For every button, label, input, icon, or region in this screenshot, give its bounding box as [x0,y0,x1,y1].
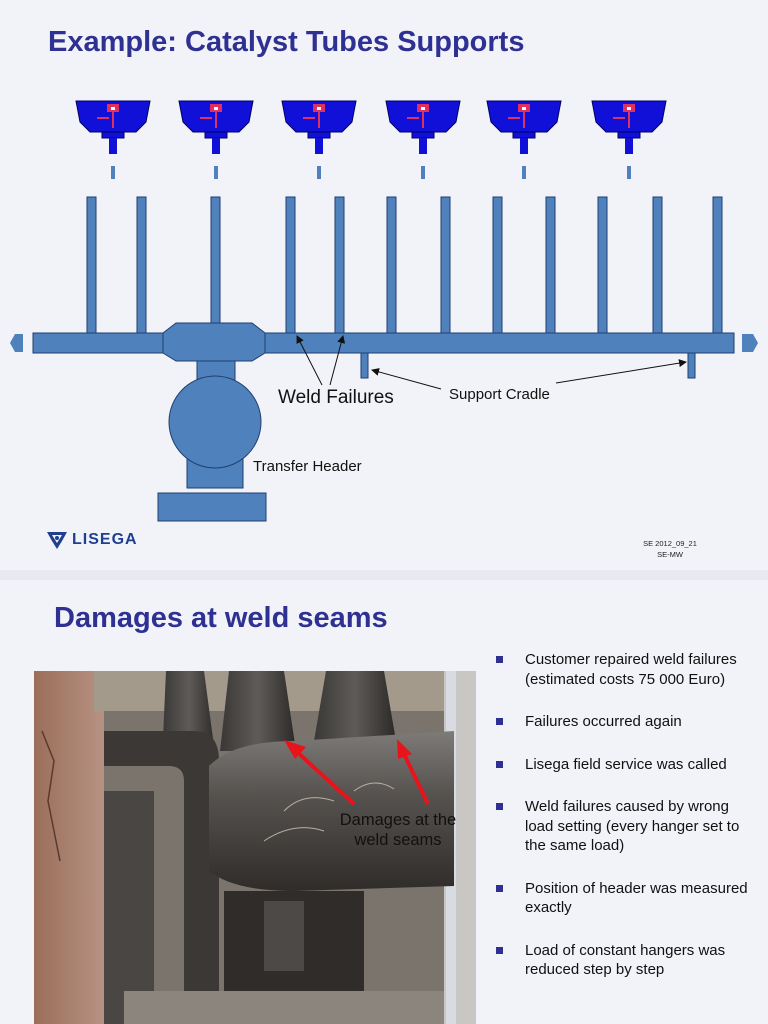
constant-hanger [178,100,254,179]
slide-separator [0,570,768,580]
bullet-text: Failures occurred again [525,713,682,730]
bullet-square-icon [496,718,503,725]
bullet-item: Customer repaired weld failures (estimat… [496,650,756,689]
bullet-square-icon [496,946,503,954]
catalyst-tubes [86,196,723,336]
bullet-text: Load of constant hangers was reduced ste… [525,941,726,979]
footnote-date: SE 2012_09_21 [643,539,697,548]
catalyst-tubes-diagram [10,100,758,522]
bullet-text: Customer repaired weld failures (estimat… [525,651,737,688]
constant-hanger [385,100,461,179]
lisega-logo: LISEGA [46,530,138,550]
bullet-item: Weld failures caused by wrong load setti… [496,797,756,856]
weld-failures-label: Weld Failures [278,387,394,408]
bullet-text: Position of header was measured exactly [525,879,748,917]
bullet-item: Position of header was measured exactly [496,879,756,918]
constant-hanger [591,100,667,179]
transfer-header [157,360,267,522]
constant-hanger [281,100,357,179]
bullet-square-icon [496,656,503,663]
photo-illustration [34,671,476,1024]
slide-damages: Damages at weld seams [0,580,768,1024]
bullet-text: Lisega field service was called [525,755,727,773]
lisega-emblem-icon [47,532,67,549]
bullet-square-icon [496,803,503,810]
bullet-square-icon [496,760,503,768]
bullet-list: Customer repaired weld failures (estimat… [496,650,756,1003]
annotation-arrows [296,335,687,390]
bullet-item: Load of constant hangers was reduced ste… [496,941,756,980]
support-cradles [360,352,696,379]
slide-title: Damages at weld seams [54,602,388,634]
footnote-author: SE-MW [657,550,683,559]
bullet-item: Failures occurred again [496,712,756,732]
slide-title: Example: Catalyst Tubes Supports [48,26,525,58]
slide-footnote: SE 2012_09_21 SE-MW [620,538,720,560]
bullet-square-icon [496,884,503,892]
constant-hanger [75,100,151,179]
slide-catalyst-tubes: Example: Catalyst Tubes Supports [10,26,758,560]
bullet-text: Weld failures caused by wrong load setti… [525,798,740,854]
weld-damage-photo [34,671,476,1024]
support-cradle-label: Support Cradle [449,386,550,403]
collector-pipe [32,322,735,362]
bullet-item: Lisega field service was called [496,755,756,775]
transfer-header-label: Transfer Header [253,458,362,475]
constant-hanger [486,100,562,179]
left-end-marker [10,334,23,352]
right-end-marker [742,334,758,352]
damage-arrows [284,739,430,806]
photo-caption: Damages at the weld seams [339,811,457,849]
logo-wordmark: LISEGA [72,531,138,548]
